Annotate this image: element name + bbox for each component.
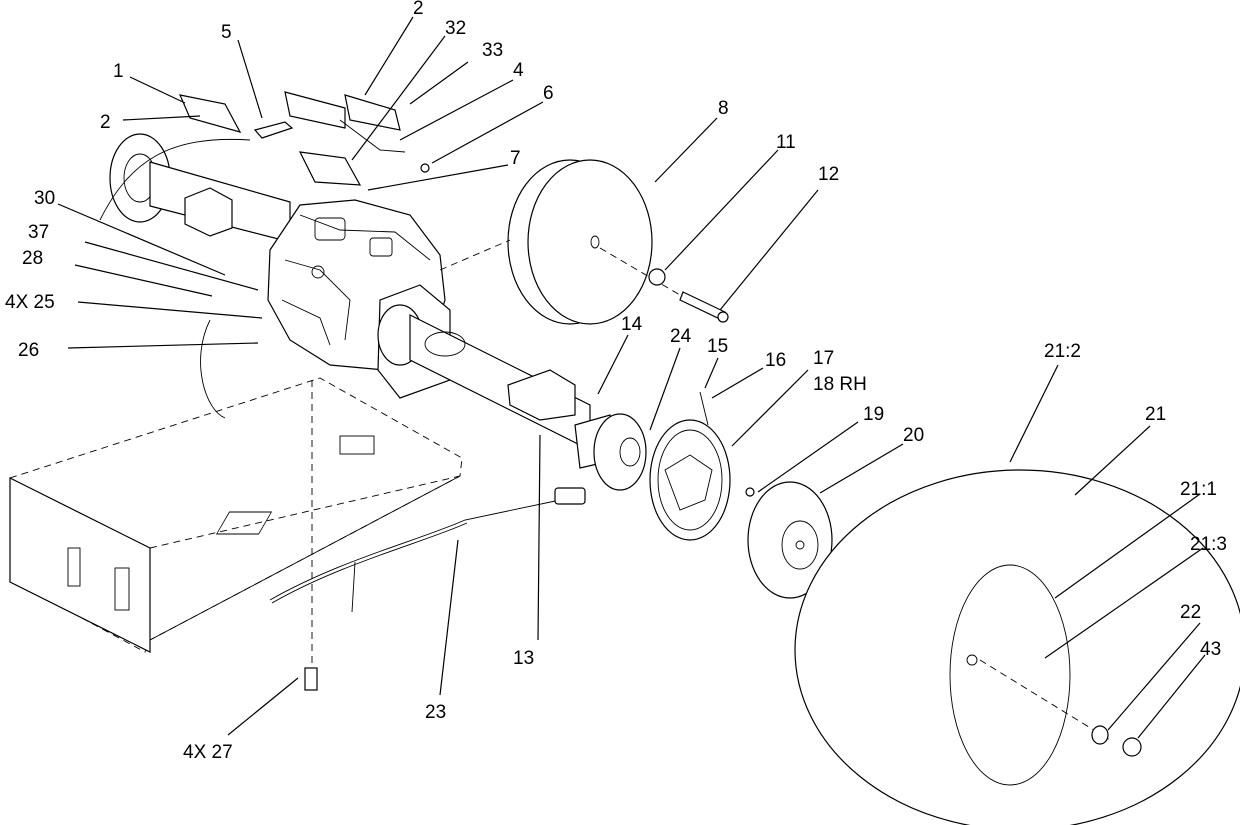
- callout-18-rh: 18 RH: [813, 374, 867, 395]
- callout-2-left: 2: [100, 112, 111, 133]
- callout-15: 15: [707, 336, 728, 357]
- callout-20: 20: [903, 425, 924, 446]
- callout-33: 33: [482, 40, 503, 61]
- callout-37: 37: [28, 222, 49, 243]
- upper-brackets: [178, 91, 430, 186]
- callout-21-1: 21:1: [1180, 479, 1217, 500]
- callout-7: 7: [510, 148, 521, 169]
- right-axle-housing: [377, 284, 591, 451]
- callout-8: 8: [718, 98, 729, 119]
- callout-21: 21: [1145, 404, 1166, 425]
- callout-16: 16: [765, 350, 786, 371]
- hub-brake-assembly: [574, 391, 833, 599]
- brake-drum-8: [439, 159, 729, 325]
- callout-13: 13: [513, 648, 534, 669]
- callout-1: 1: [113, 61, 124, 82]
- callout-26: 26: [18, 340, 39, 361]
- callout-5: 5: [221, 22, 232, 43]
- callout-23: 23: [425, 702, 446, 723]
- callout-25: 4X 25: [5, 292, 55, 313]
- callout-32: 32: [445, 18, 466, 39]
- callout-24: 24: [670, 326, 692, 347]
- callout-27: 4X 27: [183, 742, 233, 763]
- left-axle-housing: [109, 133, 291, 243]
- callout-22: 22: [1180, 602, 1201, 623]
- callout-6: 6: [543, 83, 554, 104]
- callout-labels: 1 2 2 5 32 33 4 6 7 8 11 12 30 37 28 4X …: [5, 0, 1227, 763]
- callout-4: 4: [513, 60, 524, 81]
- tire-21: [794, 469, 1240, 825]
- callout-21-3: 21:3: [1190, 534, 1227, 555]
- callout-30: 30: [34, 188, 55, 209]
- callout-21-2: 21:2: [1044, 341, 1081, 362]
- callout-12: 12: [818, 164, 839, 185]
- callout-14: 14: [621, 314, 643, 335]
- callout-2-top: 2: [413, 0, 424, 19]
- callout-17: 17: [813, 348, 834, 369]
- callout-19: 19: [863, 404, 884, 425]
- cables: [99, 138, 586, 613]
- frame-plate: [9, 377, 463, 653]
- callout-43: 43: [1200, 639, 1221, 660]
- callout-11: 11: [776, 132, 796, 153]
- leader-lines: [57, 16, 1206, 739]
- callout-28: 28: [22, 248, 43, 269]
